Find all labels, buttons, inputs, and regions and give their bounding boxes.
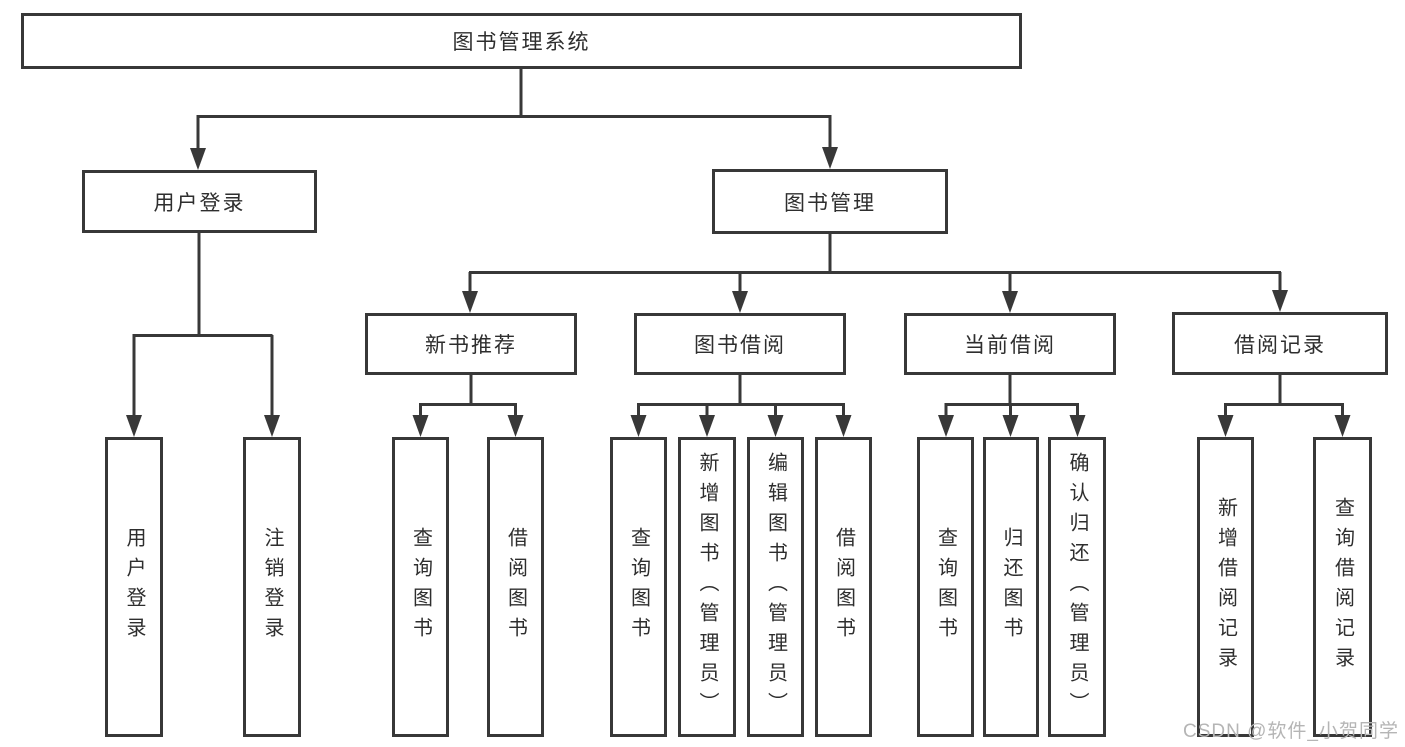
leaf-current-query-book-label: 查询图书 bbox=[934, 527, 957, 647]
node-book-management: 图书管理 bbox=[712, 169, 948, 234]
leaf-confirm-return-admin: 确认归还（管理员） bbox=[1048, 437, 1106, 737]
leaf-logout: 注销登录 bbox=[243, 437, 301, 737]
node-current-borrow: 当前借阅 bbox=[904, 313, 1116, 375]
node-root-system: 图书管理系统 bbox=[21, 13, 1022, 69]
csdn-watermark: CSDN @软件_小贺同学 bbox=[1183, 721, 1399, 742]
node-book-borrow: 图书借阅 bbox=[634, 313, 846, 375]
leaf-recommend-query-book-label: 查询图书 bbox=[409, 527, 432, 647]
node-borrow-records-label: 借阅记录 bbox=[1234, 333, 1326, 357]
leaf-borrow-book: 借阅图书 bbox=[815, 437, 872, 737]
leaf-user-login-label: 用户登录 bbox=[123, 527, 145, 647]
node-book-management-label: 图书管理 bbox=[784, 191, 876, 215]
node-book-borrow-label: 图书借阅 bbox=[694, 334, 786, 357]
leaf-query-borrow-record: 查询借阅记录 bbox=[1313, 437, 1372, 737]
leaf-borrow-query-book: 查询图书 bbox=[610, 437, 667, 737]
leaf-borrow-book-label: 借阅图书 bbox=[832, 527, 855, 647]
leaf-current-query-book: 查询图书 bbox=[917, 437, 974, 737]
leaf-confirm-return-admin-label: 确认归还（管理员） bbox=[1066, 452, 1088, 722]
node-root-system-label: 图书管理系统 bbox=[452, 31, 591, 54]
leaf-add-borrow-record-label: 新增借阅记录 bbox=[1214, 497, 1237, 677]
leaf-add-book-admin: 新增图书（管理员） bbox=[678, 437, 736, 737]
leaf-edit-book-admin-label: 编辑图书（管理员） bbox=[764, 452, 787, 722]
leaf-edit-book-admin: 编辑图书（管理员） bbox=[747, 437, 804, 737]
leaf-recommend-borrow-book-label: 借阅图书 bbox=[504, 527, 527, 647]
leaf-add-book-admin-label: 新增图书（管理员） bbox=[696, 452, 718, 722]
node-user-login: 用户登录 bbox=[82, 170, 317, 233]
leaf-user-login: 用户登录 bbox=[105, 437, 163, 737]
leaf-query-borrow-record-label: 查询借阅记录 bbox=[1331, 497, 1354, 677]
leaf-return-book: 归还图书 bbox=[983, 437, 1039, 737]
node-new-book-recommend: 新书推荐 bbox=[365, 313, 577, 375]
leaf-recommend-query-book: 查询图书 bbox=[392, 437, 449, 737]
node-borrow-records: 借阅记录 bbox=[1172, 312, 1388, 375]
node-current-borrow-label: 当前借阅 bbox=[964, 334, 1056, 357]
leaf-return-book-label: 归还图书 bbox=[1000, 527, 1022, 647]
leaf-borrow-query-book-label: 查询图书 bbox=[627, 527, 650, 647]
leaf-logout-label: 注销登录 bbox=[261, 527, 283, 647]
leaf-recommend-borrow-book: 借阅图书 bbox=[487, 437, 544, 737]
node-user-login-label: 用户登录 bbox=[153, 191, 246, 215]
leaf-add-borrow-record: 新增借阅记录 bbox=[1197, 437, 1254, 737]
node-new-book-recommend-label: 新书推荐 bbox=[425, 334, 517, 357]
